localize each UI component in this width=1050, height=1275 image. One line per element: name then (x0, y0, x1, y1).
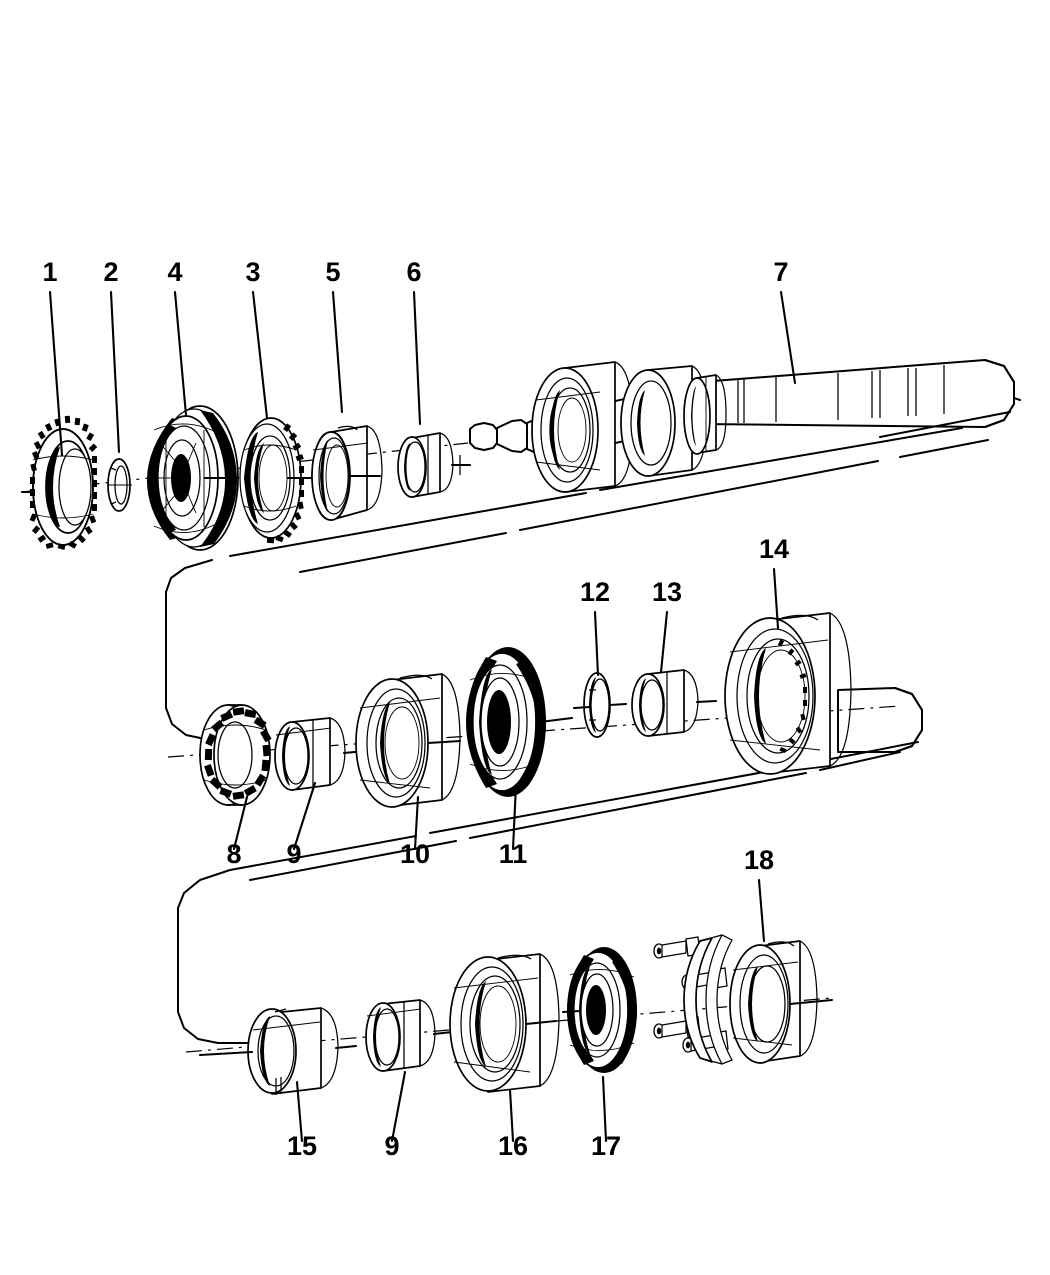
leader-line (109, 290, 121, 454)
callout-bushing-slotted: 15 (287, 1080, 317, 1161)
callout-bearing-spacer-ring: 9 (384, 1070, 407, 1161)
part-needle-roller-bearing-cage (199, 704, 272, 806)
part-bearing-spacer-ring-row3 (365, 999, 454, 1072)
callout-snap-ring-small: 2 (103, 257, 121, 454)
callout-roller-bearing-flanged: 14 (759, 534, 789, 630)
part-ball-bearing-assembly (355, 673, 462, 808)
callout-number: 6 (406, 257, 421, 287)
callout-oil-seal-shaded-ring: 11 (499, 783, 528, 869)
callout-number: 17 (591, 1131, 621, 1161)
leader-line (251, 290, 269, 420)
callout-number: 9 (286, 839, 301, 869)
callout-bearing-spacer-sleeve-large: 5 (325, 257, 344, 414)
callout-ball-bearing-assembly: 10 (400, 795, 430, 869)
part-synchronizer-cone-ring (239, 417, 314, 544)
part-oil-seal-rear (561, 947, 637, 1073)
callout-number: 14 (759, 534, 789, 564)
callout-bearing-spacer-short: 13 (652, 577, 682, 674)
leader-line (292, 781, 317, 851)
part-snap-ring-small (107, 458, 132, 512)
part-gear-clutch-assembly (146, 405, 240, 551)
part-oil-seal-shaded-ring (466, 647, 574, 797)
callout-number: 5 (325, 257, 340, 287)
callout-bearing-spacer-ring: 9 (286, 781, 317, 869)
callout-number: 8 (226, 839, 241, 869)
part-bearing-retainer-strap-and-bolts (653, 934, 834, 1065)
callout-bearing-retainer-strap-and-bolts: 18 (744, 845, 774, 943)
leader-line (390, 1070, 407, 1143)
part-bearing-spacer-sleeve-small (397, 432, 472, 498)
part-bushing-slotted (198, 1007, 358, 1095)
callout-number: 9 (384, 1131, 399, 1161)
leader-line (511, 783, 518, 851)
leader-line (659, 610, 669, 674)
callout-number: 12 (580, 577, 610, 607)
part-bearing-spacer-short (631, 669, 718, 737)
part-bearing-spacer-sleeve-large (311, 425, 383, 521)
leader-line (412, 290, 422, 426)
leader-line (295, 1080, 304, 1143)
callout-number: 16 (498, 1131, 528, 1161)
callout-retaining-snap-ring: 12 (580, 577, 610, 677)
part-ball-bearing-rear (449, 953, 560, 1093)
callout-gear-clutch-assembly: 4 (167, 257, 188, 417)
part-roller-bearing-flanged (724, 612, 852, 775)
callout-number: 11 (499, 839, 528, 869)
callout-number: 13 (652, 577, 682, 607)
part-retaining-snap-ring (572, 672, 628, 738)
callout-oil-seal-rear: 17 (591, 1075, 621, 1161)
leader-line (331, 290, 344, 414)
part-bearing-spacer-ring (274, 717, 367, 791)
leader-line (757, 878, 766, 943)
leader-line (413, 795, 420, 851)
callout-number: 10 (400, 839, 430, 869)
leader-line (601, 1075, 608, 1143)
leader-line (772, 567, 780, 630)
leader-line (48, 290, 64, 457)
callout-needle-roller-bearing-cage: 8 (226, 795, 249, 869)
part-output-shaft-collars (531, 361, 727, 493)
leader-line (779, 290, 797, 385)
leader-line (173, 290, 188, 417)
callout-output-shaft: 7 (773, 257, 797, 385)
leader-line (232, 795, 249, 851)
callout-synchronizer-ring-toothed: 1 (42, 257, 64, 457)
callout-number: 7 (773, 257, 788, 287)
callout-bearing-spacer-sleeve-small: 6 (406, 257, 422, 426)
callout-number: 18 (744, 845, 774, 875)
callout-number: 1 (42, 257, 57, 287)
callout-number: 4 (167, 257, 182, 287)
callout-number: 2 (103, 257, 118, 287)
leader-line (508, 1088, 515, 1143)
callout-number: 3 (245, 257, 260, 287)
callout-number: 15 (287, 1131, 317, 1161)
part-synchronizer-ring-toothed (20, 415, 98, 550)
callout-ball-bearing-rear: 16 (498, 1088, 528, 1161)
callout-synchronizer-cone-ring: 3 (245, 257, 269, 420)
leader-line (593, 610, 600, 677)
